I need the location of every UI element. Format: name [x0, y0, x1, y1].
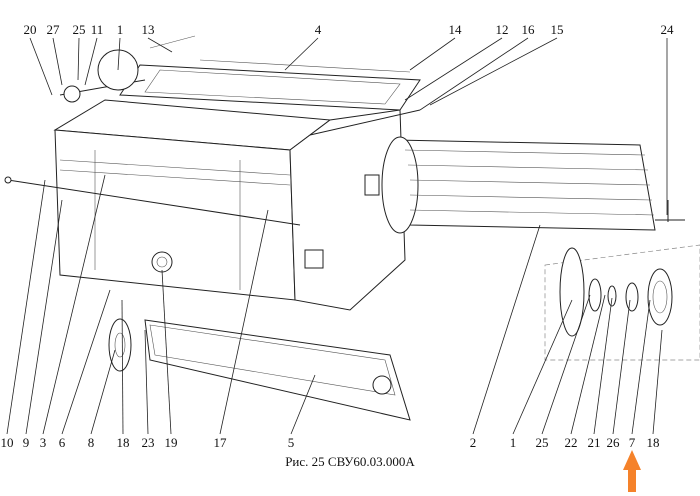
bottom-callout-label: 21: [588, 435, 601, 450]
leader-line: [25, 199, 63, 435]
leader-line: [404, 37, 503, 101]
drum: [381, 136, 685, 234]
top-frame: [59, 35, 421, 136]
figure-caption: Рис. 25 СВУ60.03.000А: [285, 454, 415, 469]
bottom-callout-label: 9: [23, 435, 30, 450]
bottom-callout-label: 10: [1, 435, 14, 450]
leader-line: [631, 299, 651, 435]
bottom-callout-label: 17: [214, 435, 228, 450]
leader-line: [284, 37, 319, 71]
bottom-callout-label: 26: [607, 435, 621, 450]
top-callout-label: 15: [551, 22, 564, 37]
bottom-callout-label: 18: [117, 435, 130, 450]
drive-parts: [544, 244, 700, 361]
leader-line: [52, 37, 63, 86]
bottom-callout-label: 2: [470, 435, 477, 450]
leader-line: [652, 329, 663, 435]
bottom-callout-label: 18: [647, 435, 660, 450]
main-housing: [53, 99, 406, 311]
top-callout-label: 25: [73, 22, 86, 37]
leader-line: [77, 37, 80, 81]
leader-line: [121, 299, 124, 435]
leader-line: [84, 37, 98, 86]
highlight-arrow: [623, 450, 641, 492]
pulley: [108, 318, 132, 372]
leader-line: [512, 299, 573, 435]
leader-line: [61, 289, 111, 435]
leader-line: [570, 294, 606, 435]
leader-line: [90, 349, 116, 435]
bottom-callout-label: 5: [288, 435, 295, 450]
leader-line: [147, 37, 173, 53]
leader-line: [472, 224, 541, 435]
bottom-callout-label: 3: [40, 435, 47, 450]
leader-line: [29, 37, 53, 96]
bottom-callout-label: 1: [510, 435, 517, 450]
leader-line: [541, 294, 591, 435]
leader-line: [593, 297, 613, 435]
top-callout-label: 12: [496, 22, 509, 37]
top-callout-label: 16: [522, 22, 536, 37]
bottom-callout-label: 19: [165, 435, 178, 450]
leader-line: [6, 179, 46, 435]
top-callout-label: 11: [91, 22, 104, 37]
bottom-callout-label: 23: [142, 435, 155, 450]
leader-line: [290, 374, 316, 435]
leader-line: [409, 37, 456, 71]
auger-trough: [144, 319, 411, 421]
leader-line: [429, 37, 558, 106]
bottom-callout-label: 25: [536, 435, 549, 450]
leader-line: [42, 174, 106, 435]
bottom-callout-label: 22: [565, 435, 578, 450]
top-callout-label: 14: [449, 22, 463, 37]
bottom-callout-label: 8: [88, 435, 95, 450]
top-callout-label: 20: [24, 22, 37, 37]
leader-line: [219, 209, 269, 435]
top-callout-label: 13: [142, 22, 155, 37]
top-callout-label: 4: [315, 22, 322, 37]
top-callout-label: 24: [661, 22, 675, 37]
leader-line: [612, 299, 631, 435]
bottom-callout-label: 7: [629, 435, 636, 450]
leader-line: [144, 329, 149, 435]
leader-line: [161, 269, 172, 435]
leader-line: [419, 37, 529, 111]
leader-line: [117, 37, 121, 71]
top-callout-label: 27: [47, 22, 61, 37]
top-callout-label: 1: [117, 22, 124, 37]
rod: [7, 179, 301, 226]
bottom-callout-label: 6: [59, 435, 66, 450]
